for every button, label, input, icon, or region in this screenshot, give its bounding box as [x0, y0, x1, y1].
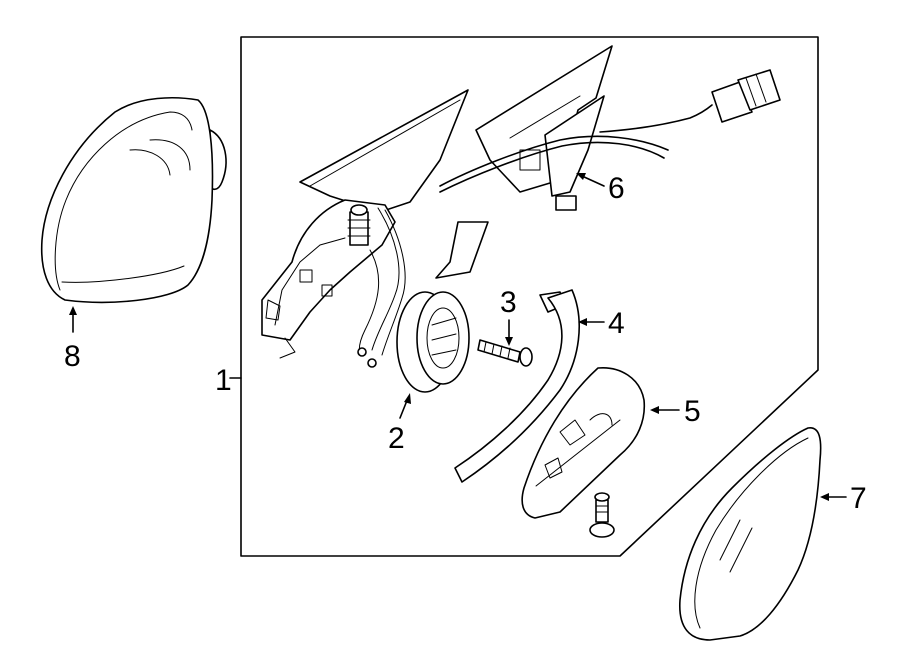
callout-4: 4 — [608, 307, 625, 340]
callout-1: 1 — [215, 364, 232, 397]
callout-6: 6 — [608, 172, 625, 205]
leader-6 — [576, 173, 605, 187]
part-7-mirror-glass[interactable] — [679, 427, 822, 641]
small-screw[interactable] — [589, 492, 615, 538]
part-5-lower-cover[interactable] — [521, 367, 646, 519]
mirror-base-arm[interactable] — [261, 89, 469, 368]
part-4-seal[interactable] — [454, 289, 580, 483]
leader-7 — [820, 493, 847, 501]
leader-2 — [399, 393, 411, 419]
callout-3: 3 — [500, 286, 517, 319]
part-6-actuator-harness[interactable] — [439, 45, 781, 211]
callout-8: 8 — [64, 340, 81, 373]
part-8-mirror-cover[interactable] — [40, 97, 227, 304]
small-bracket — [435, 221, 489, 279]
leader-3 — [505, 319, 513, 346]
assembly-boundary — [240, 36, 819, 557]
leader-4 — [578, 318, 605, 326]
callout-2: 2 — [388, 422, 405, 455]
leader-5 — [650, 406, 680, 414]
callout-5: 5 — [684, 395, 701, 428]
part-2-motor[interactable] — [396, 291, 470, 393]
leader-8 — [69, 306, 77, 333]
callout-7: 7 — [850, 482, 867, 515]
part-3-screw[interactable] — [477, 339, 533, 367]
